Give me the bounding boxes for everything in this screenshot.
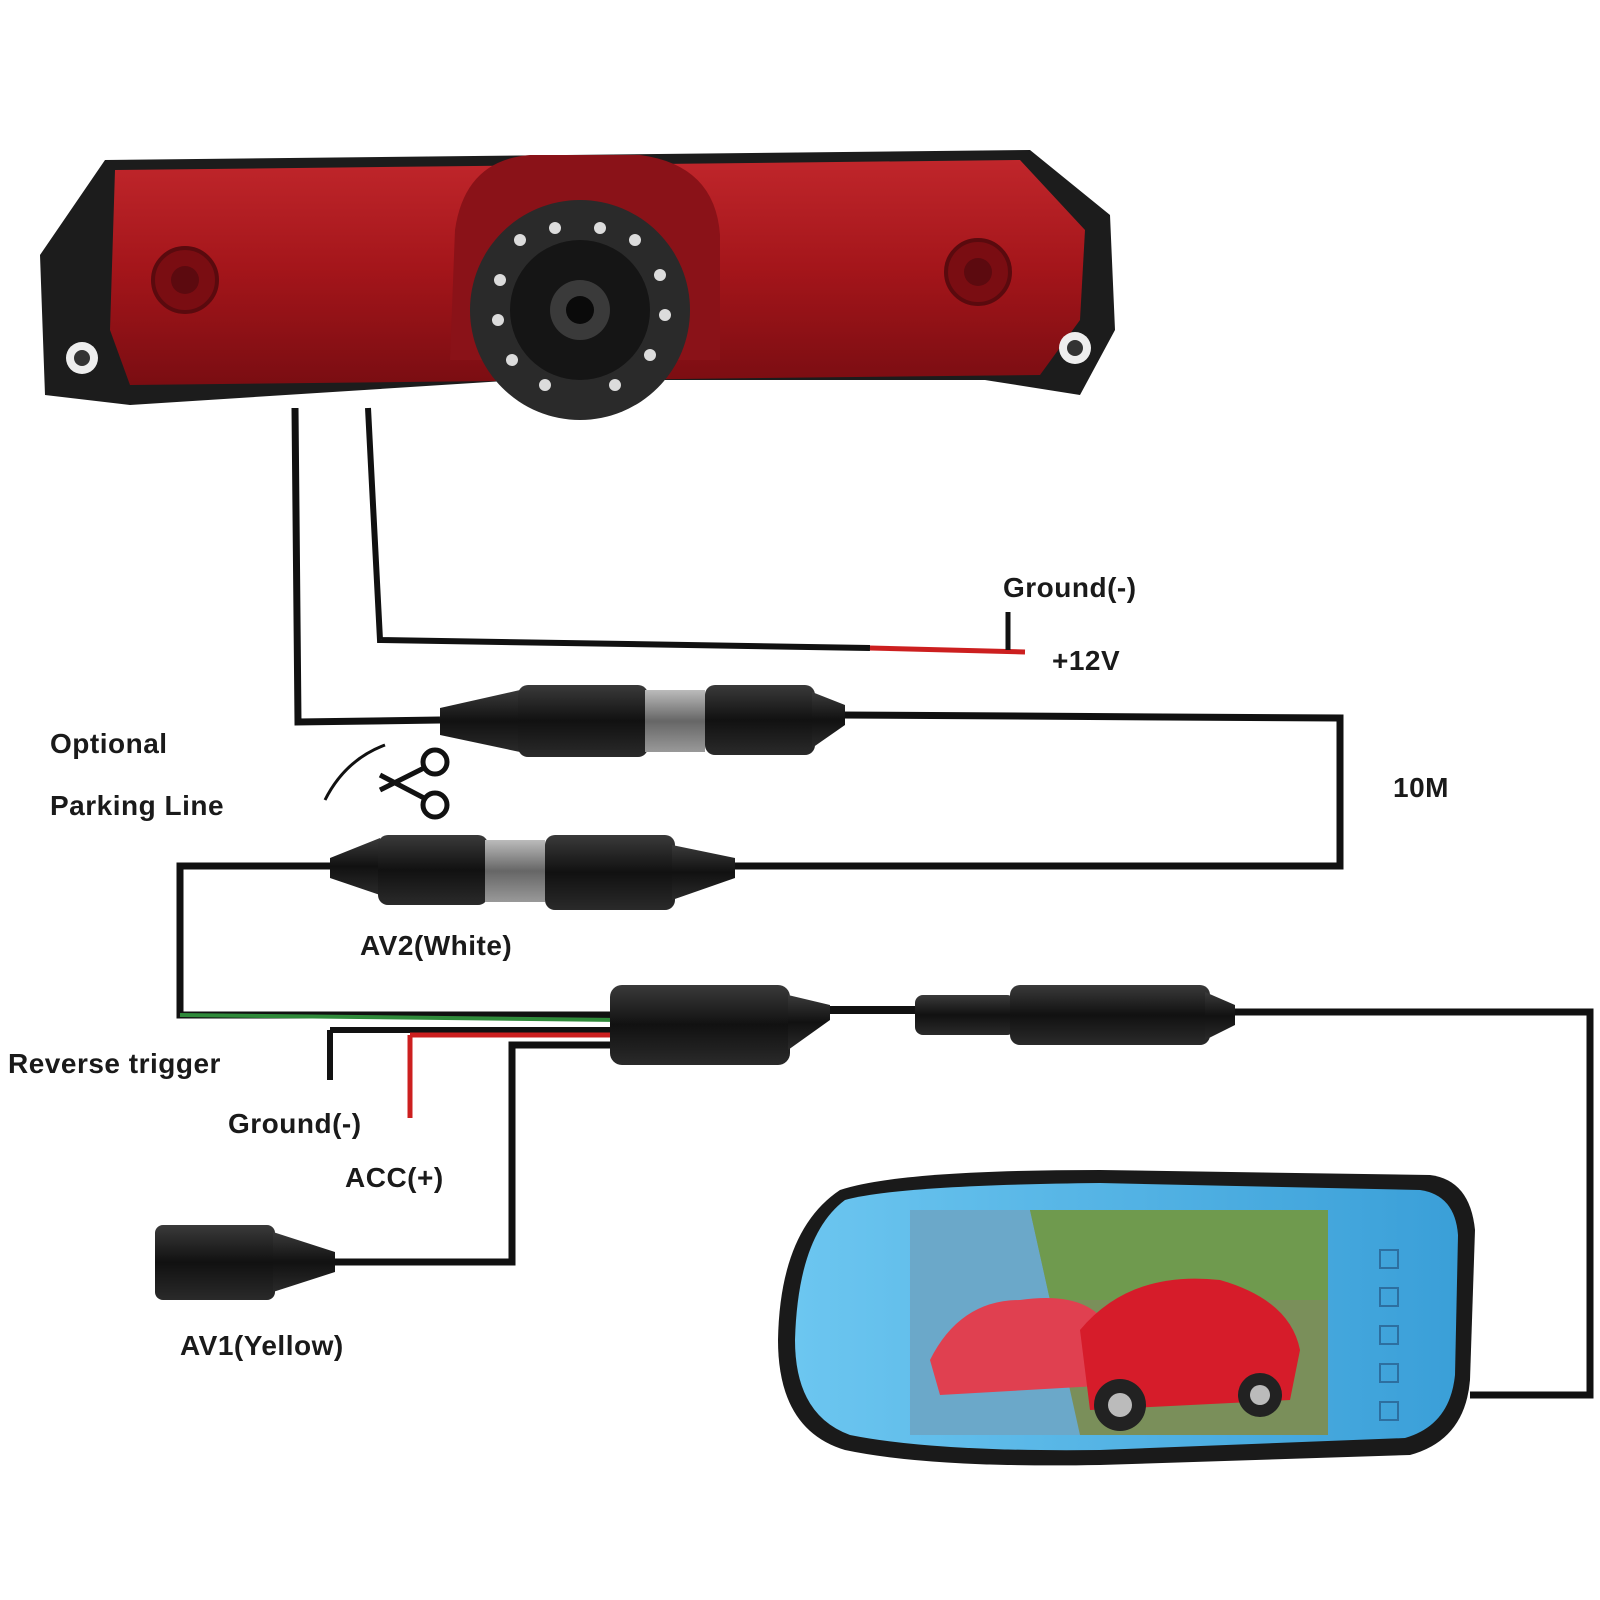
label-av2: AV2(White) xyxy=(360,930,513,961)
av1-connector xyxy=(155,1225,335,1300)
brake-light-camera xyxy=(40,150,1115,420)
power-splitter-connector xyxy=(610,985,830,1065)
rear-view-mirror-monitor xyxy=(778,1170,1475,1466)
av-connector-upper xyxy=(440,685,845,757)
label-ground-top: Ground(-) xyxy=(1003,572,1137,603)
scissors-icon xyxy=(378,747,450,820)
av2-connector xyxy=(330,835,735,910)
label-plus12v: +12V xyxy=(1052,645,1121,676)
wires xyxy=(176,407,1594,1399)
label-acc: ACC(+) xyxy=(345,1162,444,1193)
label-av1: AV1(Yellow) xyxy=(180,1330,344,1361)
label-cable-length: 10M xyxy=(1393,772,1449,803)
label-optional: Optional xyxy=(50,728,168,759)
label-ground-bottom: Ground(-) xyxy=(228,1108,362,1139)
label-parking-line: Parking Line xyxy=(50,790,225,821)
monitor-connector xyxy=(915,985,1235,1045)
label-reverse-trigger: Reverse trigger xyxy=(8,1048,221,1079)
